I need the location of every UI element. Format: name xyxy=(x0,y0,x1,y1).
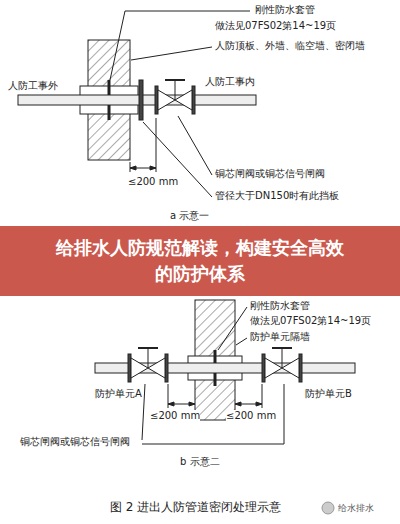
wall-label: 防护单元隔墙 xyxy=(250,331,310,343)
note-text: 管径大于DN150时有此挡板 xyxy=(215,190,339,202)
sub-caption: a 示意一 xyxy=(170,210,209,222)
dimension: ≤200 mm xyxy=(150,410,200,422)
zone-label: 防护单元B xyxy=(305,388,352,400)
zone-label: 人防工事内 xyxy=(205,76,255,88)
zone-label: 防护单元A xyxy=(95,388,142,400)
callout-label: 刚性防水套管 xyxy=(255,4,315,16)
dimension: ≤200 mm xyxy=(226,410,276,422)
zone-label: 人防工事外 xyxy=(8,80,58,92)
note-text: 做法见07FS02第14~19页 xyxy=(215,20,336,32)
callout-label: 刚性防水套管 xyxy=(250,300,310,312)
sub-caption: b 示意二 xyxy=(180,456,220,468)
dimension: ≤200 mm xyxy=(128,176,178,188)
callout-label: 铜芯闸阀或铜芯信号闸阀 xyxy=(20,436,130,448)
title-banner: 给排水人防规范解读，构建安全高效的防护体系 xyxy=(0,226,400,296)
note-text: 做法见07FS02第14~19页 xyxy=(250,315,371,327)
wall-label: 人防顶板、外墙、临空墙、密闭墙 xyxy=(215,40,365,52)
callout-label: 铜芯闸阀或铜芯信号闸阀 xyxy=(215,168,325,180)
banner-text: 给排水人防规范解读，构建安全高效的防护体系 xyxy=(50,235,350,287)
watermark: 给水排水 xyxy=(338,502,374,514)
figure-caption: 图 2 进出人防管道密闭处理示意 xyxy=(110,500,281,514)
